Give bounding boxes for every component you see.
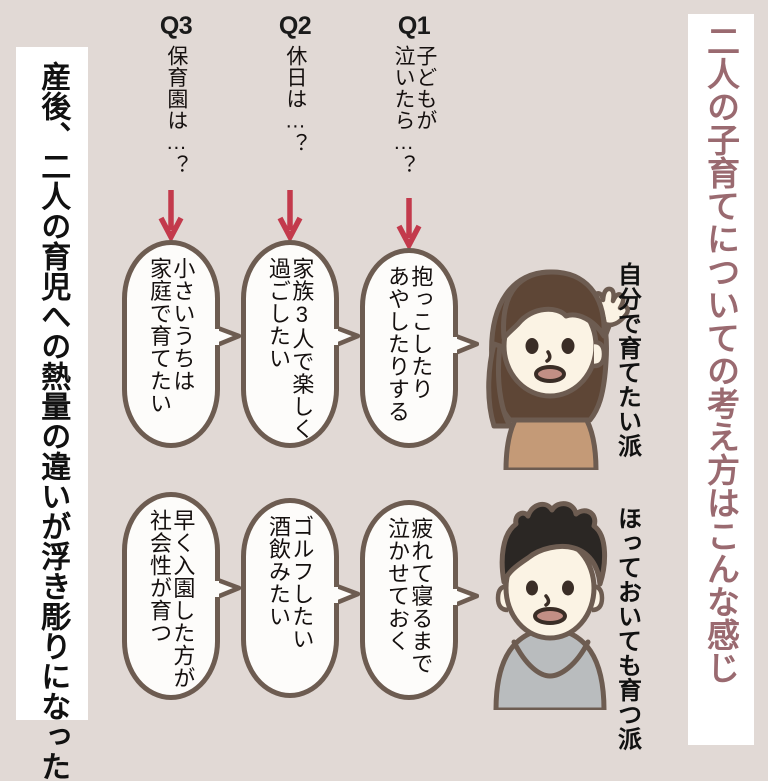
character-label-father: ほっておいても育つ派 [613, 506, 641, 756]
left-caption-panel: 産後、二人の育児への熱量の違いが浮き彫りになった [16, 47, 88, 781]
bubble-line: 小さいうちは [170, 257, 196, 392]
bubble-line: 社会性が育つ [147, 509, 172, 644]
bubble-line: 早く入園した方が [170, 509, 196, 689]
page-title: 二人の子育てについての考え方はこんな感じ [702, 24, 740, 684]
bubble-tail-icon [334, 582, 360, 606]
question-column-q3: Q3 保育園は…？ [124, 12, 228, 177]
bubble-father-q1: 疲れて寝るまで 泣かせておく [360, 500, 479, 700]
question-column-q2: Q2 休日は…？ [243, 14, 347, 155]
bubble-line: 疲れて寝るまで [408, 517, 434, 675]
question-column-q1: Q1 子どもが 泣いたら…？ [362, 12, 466, 177]
question-label-q2: Q2 [278, 12, 312, 40]
question-text-q2: 休日は…？ [243, 45, 347, 155]
bubble-line: あやしたりする [385, 265, 410, 423]
bubble-father-q3: 早く入園した方が 社会性が育つ [122, 492, 241, 700]
down-arrow-icon-q1 [396, 198, 422, 250]
man-avatar [493, 501, 608, 710]
question-text-q1: 子どもが 泣いたら…？ [362, 45, 466, 176]
bubble-line: 酒飲みたい [266, 515, 291, 628]
bubble-line: 過ごしたい [266, 257, 291, 370]
bubble-tail-icon [215, 324, 241, 348]
down-arrow-icon-q2 [277, 190, 303, 242]
right-title-panel: 二人の子育てについての考え方はこんな感じ [688, 14, 754, 745]
question-line: 休日は…？ [283, 45, 307, 155]
bubble-line: 家庭で育てたい [147, 257, 172, 415]
question-line: 子どもが [413, 45, 437, 131]
character-label-text: ほっておいても育つ派 [613, 506, 641, 751]
question-line: 保育園は…？ [164, 45, 188, 176]
character-label-mother: 自分で育てたい派 [613, 262, 641, 463]
bubble-line: 泣かせておく [385, 517, 410, 652]
character-label-text: 自分で育てたい派 [613, 262, 641, 458]
question-text-q3: 保育園は…？ [124, 45, 228, 176]
bubble-mother-q2: 家族3人で楽しく 過ごしたい [241, 240, 360, 448]
bubble-line: 家族3人で楽しく [289, 257, 315, 440]
question-line: 泣いたら…？ [392, 45, 415, 176]
bubble-father-q2: ゴルフしたい 酒飲みたい [241, 498, 360, 698]
bubble-mother-q3: 小さいうちは 家庭で育てたい [122, 240, 241, 448]
question-label-q1: Q1 [397, 12, 431, 40]
bubble-tail-icon [215, 576, 241, 600]
question-label-q3: Q3 [159, 12, 193, 40]
woman-raising-hand-avatar [486, 269, 630, 470]
left-caption-text: 産後、二人の育児への熱量の違いが浮き彫りになった [36, 61, 70, 781]
bubble-mother-q1: 抱っこしたり あやしたりする [360, 248, 479, 448]
bubble-tail-icon [334, 324, 360, 348]
bubble-line: 抱っこしたり [408, 265, 434, 400]
down-arrow-icon-q3 [158, 190, 184, 242]
bubble-line: ゴルフしたい [289, 515, 315, 650]
